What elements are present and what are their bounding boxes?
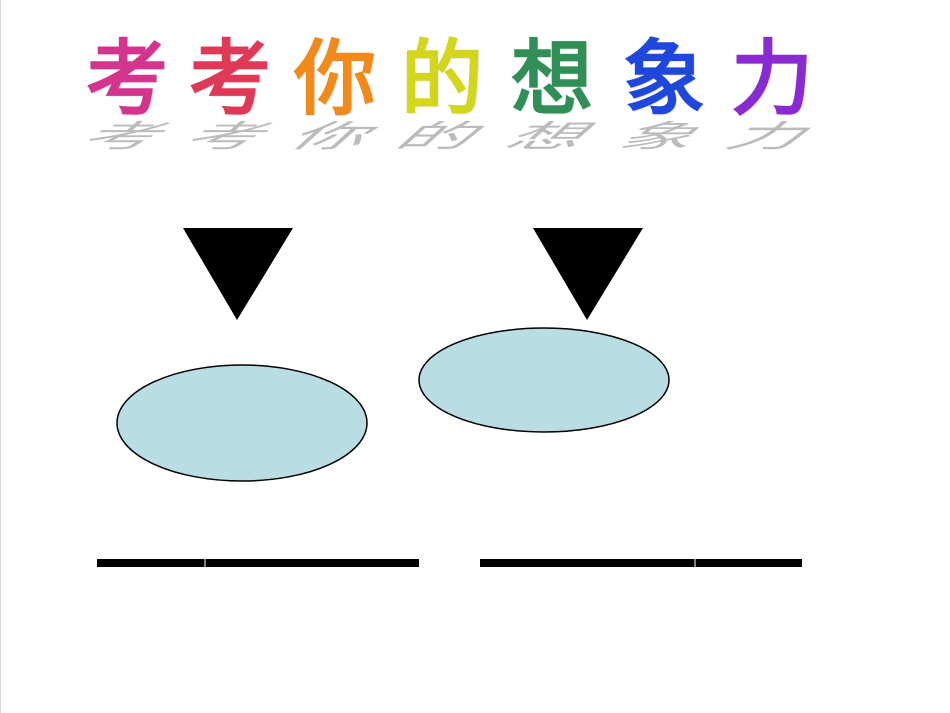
title-char-main-5: 想 xyxy=(511,31,594,127)
title-char-main-1: 考 xyxy=(86,31,169,127)
title-char-6: 象 象 xyxy=(606,31,723,155)
title-char-2: 考 考 xyxy=(172,31,289,155)
left-answer-line xyxy=(97,559,419,567)
title-char-main-2: 考 xyxy=(189,31,272,127)
title-char-1: 考 考 xyxy=(69,31,186,155)
title-char-main-3: 你 xyxy=(294,31,377,127)
title-char-main-6: 象 xyxy=(623,31,706,127)
title-char-4: 的 的 xyxy=(384,31,501,155)
left-ellipse xyxy=(116,364,368,482)
title-char-main-4: 的 xyxy=(401,31,484,127)
title-char-3: 你 你 xyxy=(277,31,394,155)
title-char-7: 力 力 xyxy=(714,31,831,155)
right-triangle xyxy=(533,228,643,320)
right-answer-line xyxy=(480,559,802,567)
title-art: 考 考 考 考 你 你 的 的 想 想 象 象 力 力 xyxy=(41,20,841,160)
left-triangle xyxy=(183,228,293,320)
title-char-main-7: 力 xyxy=(731,31,814,127)
right-ellipse xyxy=(418,327,670,433)
title-char-5: 想 想 xyxy=(494,31,611,155)
